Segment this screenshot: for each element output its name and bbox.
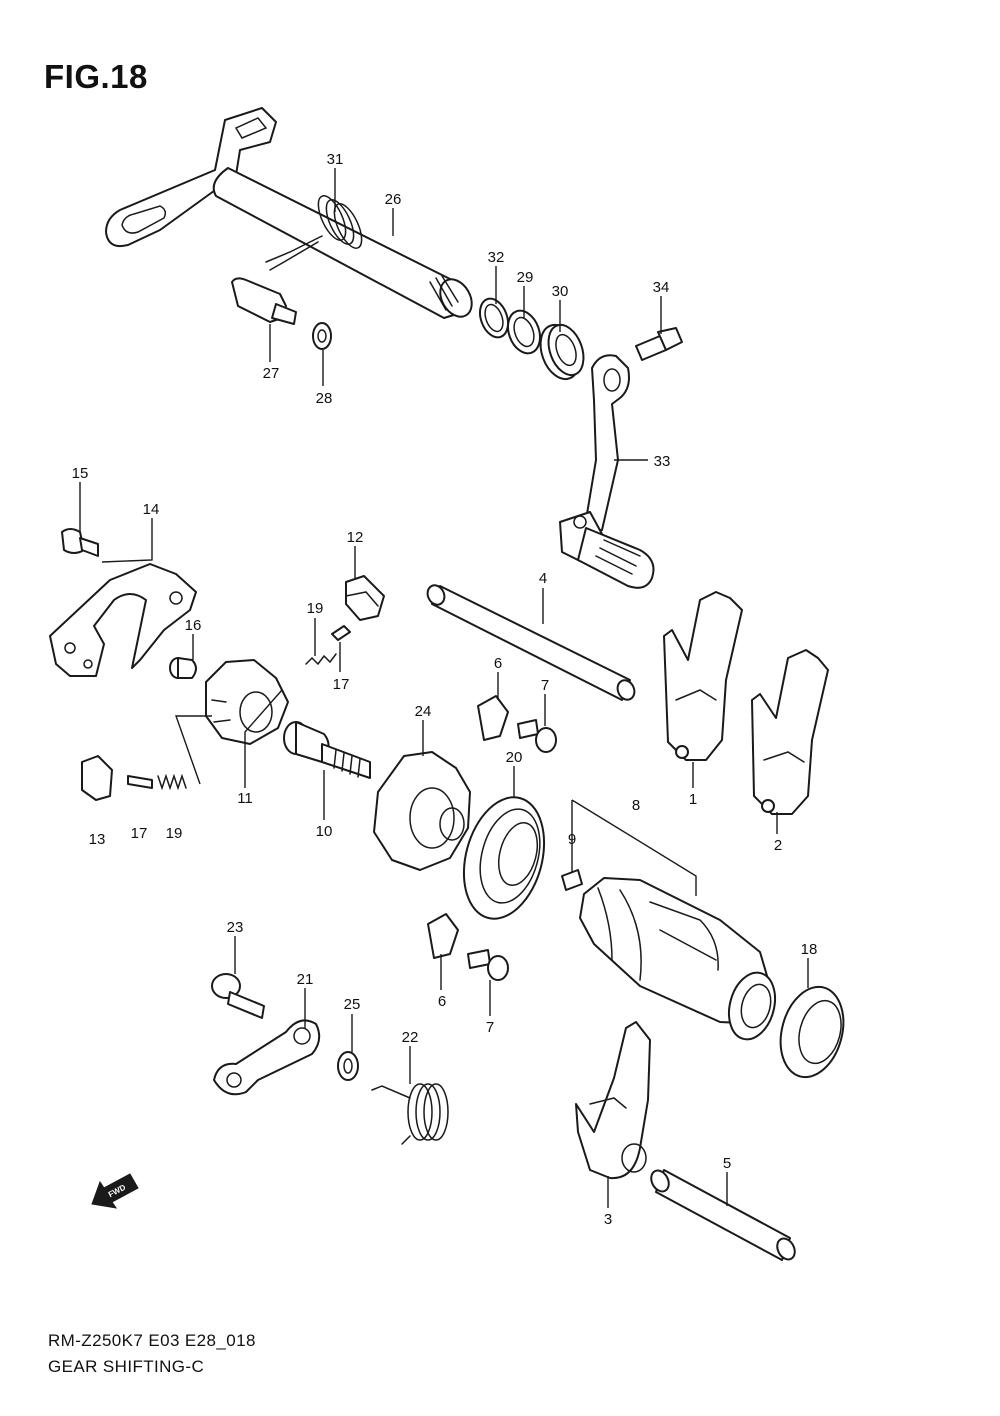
shaft-washer-part <box>507 309 541 355</box>
callout-23: 23 <box>227 919 244 936</box>
callout-25: 25 <box>344 996 361 1013</box>
callout-7-upper: 7 <box>541 677 549 694</box>
callout-30: 30 <box>552 283 569 300</box>
callout-34: 34 <box>653 279 670 296</box>
callout-13: 13 <box>89 831 106 848</box>
callout-3: 3 <box>604 1211 612 1228</box>
pawl-spring-part <box>305 653 337 666</box>
callout-labels: 31 26 32 29 30 34 27 28 33 15 14 12 19 1… <box>72 151 818 1228</box>
callout-29: 29 <box>517 269 534 286</box>
screw-lower-part <box>467 949 509 981</box>
stopper-upper-part <box>477 695 509 741</box>
callout-19-upper: 19 <box>307 600 324 617</box>
callout-27: 27 <box>263 365 280 382</box>
lever-washer-part <box>337 1051 359 1081</box>
cam-star-part <box>373 751 471 871</box>
shift-fork-1-part <box>663 591 743 761</box>
stopper-plate-part <box>49 563 197 677</box>
circlip-part <box>478 297 510 339</box>
shaft-spring-part <box>265 195 363 271</box>
cam-pin-part <box>561 869 583 891</box>
oil-seal-part <box>539 323 585 381</box>
callout-2: 2 <box>774 837 782 854</box>
callout-6-upper: 6 <box>494 655 502 672</box>
callout-10: 10 <box>316 823 333 840</box>
callout-8: 8 <box>632 797 640 814</box>
callout-17-lower: 17 <box>131 825 148 842</box>
leader-lines <box>79 168 809 1208</box>
gearshift-lever-part <box>559 354 655 589</box>
callout-18: 18 <box>801 941 818 958</box>
callout-11: 11 <box>237 790 253 807</box>
lever-spring-part <box>371 1083 449 1145</box>
shift-fork-2-part <box>751 649 829 815</box>
collar-part <box>169 657 197 679</box>
screw-upper-part <box>517 719 557 753</box>
cam-driven-gear-part <box>205 659 289 745</box>
lever-bolt-part <box>211 973 265 1019</box>
pawl-pin-lower-part <box>127 775 153 789</box>
pawl-part <box>345 575 385 621</box>
callout-6-lower: 6 <box>438 993 446 1010</box>
figure-title: FIG.18 <box>44 58 148 95</box>
callout-7-lower: 7 <box>486 1019 494 1036</box>
shift-shaft-part <box>105 107 473 319</box>
callout-15: 15 <box>72 465 89 482</box>
callout-4: 4 <box>539 570 547 587</box>
cam-end-bearing-part <box>779 985 845 1079</box>
callout-12: 12 <box>347 529 364 546</box>
callout-20: 20 <box>506 749 523 766</box>
callout-21: 21 <box>297 971 314 988</box>
callout-26: 26 <box>385 191 402 208</box>
pawl-pin-part <box>331 625 351 641</box>
shift-cam-part <box>579 877 777 1041</box>
callout-33: 33 <box>654 453 671 470</box>
pawl-lower-part <box>81 755 113 801</box>
callout-22: 22 <box>402 1029 419 1046</box>
pawl-spring-lower-part <box>157 773 187 791</box>
fork-shaft-upper-part <box>426 584 636 701</box>
callout-24: 24 <box>415 703 432 720</box>
stopper-lower-part <box>427 913 459 959</box>
callout-1: 1 <box>689 791 697 808</box>
section-name-caption: GEAR SHIFTING-C <box>48 1357 205 1376</box>
callout-9: 9 <box>568 831 576 848</box>
cam-bearing-part <box>462 796 546 920</box>
cam-stopper-lever-part <box>213 1019 321 1096</box>
shift-fork-3-part <box>575 1021 651 1180</box>
model-code-caption: RM-Z250K7 E03 E28_018 <box>48 1331 256 1350</box>
callout-31: 31 <box>327 151 344 168</box>
callout-16: 16 <box>185 617 202 634</box>
callout-19-lower: 19 <box>166 825 183 842</box>
callout-28: 28 <box>316 390 333 407</box>
callout-32: 32 <box>488 249 505 266</box>
pedal-bolt-part <box>635 327 683 361</box>
callout-14: 14 <box>143 501 160 518</box>
stopper-bolt-part <box>231 277 297 325</box>
forward-direction-arrow-icon: FWD <box>91 1173 139 1209</box>
callout-17-upper: 17 <box>333 676 350 693</box>
plate-screw-part <box>61 528 99 557</box>
washer-part <box>312 322 332 350</box>
fork-shaft-lower-part <box>650 1169 796 1261</box>
cam-bolt-part <box>283 721 371 779</box>
callout-5: 5 <box>723 1155 731 1172</box>
